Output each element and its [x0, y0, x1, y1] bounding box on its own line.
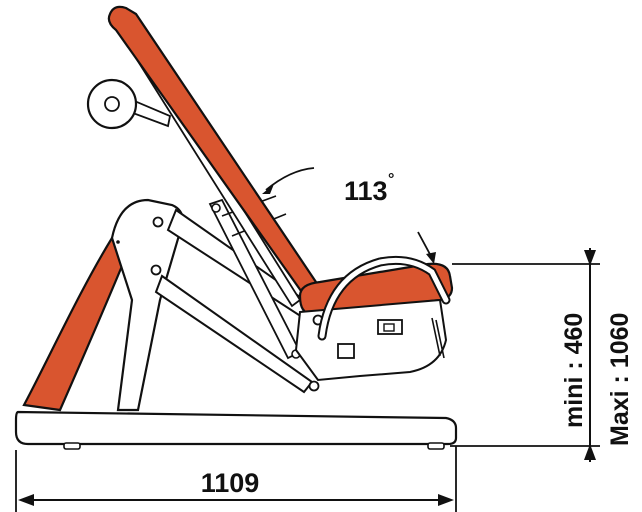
base-foot-right — [427, 442, 445, 450]
base-foot-left — [63, 442, 81, 450]
rear-support-column — [110, 198, 184, 412]
width-arrowhead-right — [438, 494, 454, 506]
pivot-bolt — [116, 240, 120, 244]
angle-arrow — [265, 167, 315, 191]
headrest-roll-hub — [104, 96, 120, 112]
seat-side-handle-inner — [319, 257, 449, 339]
lift-arm-lower — [154, 274, 314, 394]
height-arrowhead-bottom — [584, 444, 596, 460]
spring-mount — [211, 203, 221, 213]
pivot-bolt — [150, 264, 162, 276]
angle-degree-symbol: ° — [388, 171, 394, 188]
seat-lever — [431, 317, 445, 359]
width-dimension-label: 1109 — [201, 468, 260, 498]
seat-control-box — [337, 343, 355, 359]
width-arrowhead-left — [18, 494, 34, 506]
height-arrowhead-top — [584, 250, 596, 266]
angle-label: 113 — [344, 176, 388, 206]
seat-mechanism-housing — [294, 298, 448, 382]
angle-arrowhead — [262, 184, 274, 194]
seat-angle-arrowhead — [426, 252, 436, 264]
height-min-label: mini : 460 — [560, 313, 588, 428]
pivot-bolt — [152, 216, 164, 228]
chair-base — [14, 410, 458, 446]
height-max-label: Maxi : 1060 — [606, 313, 634, 446]
seat-lever-box-inner — [383, 323, 395, 332]
pivot-bolt — [308, 380, 320, 392]
rear-upholstery-panel — [22, 230, 134, 412]
